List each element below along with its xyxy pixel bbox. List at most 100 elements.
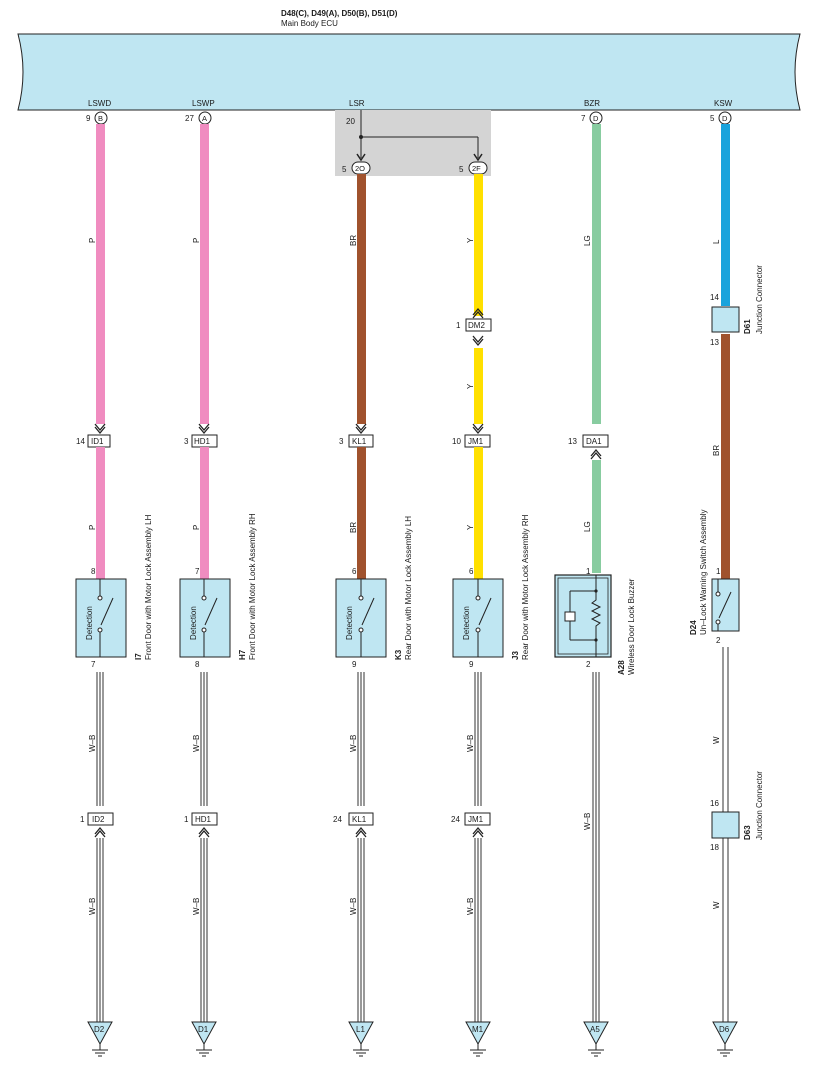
- wire-code: LG: [583, 235, 592, 246]
- pin-number: 14: [76, 437, 85, 446]
- wire-code: W–B: [192, 735, 201, 752]
- wire-code: P: [88, 525, 97, 530]
- pin-number: 10: [452, 437, 461, 446]
- pin-number: 2: [586, 660, 591, 669]
- pin-number: 2: [716, 636, 721, 645]
- wire-code: BR: [349, 522, 358, 533]
- connector-name: DM2: [468, 321, 485, 330]
- ground-label: A5: [590, 1025, 600, 1034]
- connector-name: JM1: [468, 437, 484, 446]
- pin-number: 13: [568, 437, 577, 446]
- wire-code: W–B: [583, 813, 592, 830]
- lower-connectors: 1 ID2 1 HD1 24 KL1 24 JM1 16 18 D63 Junc…: [80, 771, 764, 852]
- ecu-title: D48(C), D49(A), D50(B), D51(D): [281, 9, 398, 18]
- connector-name: ID2: [92, 815, 105, 824]
- connector-letter: B: [98, 114, 103, 123]
- component-code: I7: [134, 653, 143, 660]
- wire-code: Y: [466, 383, 475, 389]
- pin-number: 5: [342, 165, 347, 174]
- connector-letter: 2O: [355, 164, 365, 173]
- wire-code: W–B: [466, 898, 475, 915]
- pin-number: 1: [184, 815, 189, 824]
- connector-name: HD1: [194, 437, 211, 446]
- junction-code: D63: [743, 825, 752, 840]
- wire-code: P: [192, 525, 201, 530]
- ground-label: M1: [472, 1025, 484, 1034]
- wire-code: W: [712, 736, 721, 744]
- pin-number: 24: [451, 815, 460, 824]
- junction-d61: 14 13 D61 Junction Connector: [710, 265, 764, 347]
- component-code: D24: [689, 620, 698, 635]
- connector-letter: D: [722, 114, 728, 123]
- wire-code: L: [712, 239, 721, 244]
- wire-code: W–B: [349, 735, 358, 752]
- pin-number: 7: [91, 660, 96, 669]
- ground-label: L1: [356, 1025, 365, 1034]
- junction-name: Junction Connector: [755, 771, 764, 840]
- signal-label: LSWP: [192, 99, 215, 108]
- middle-wires: P P BR Y LG: [88, 447, 601, 579]
- lower-wire-labels: W–B W–B W–B W–B W–B W W–B W–B W–B W–B W: [88, 735, 721, 915]
- pin-number: 7: [195, 567, 200, 576]
- component-code: K3: [394, 649, 403, 660]
- wire-code: W–B: [88, 735, 97, 752]
- connector-name: KL1: [352, 437, 367, 446]
- component-label: Detection: [85, 606, 94, 640]
- pin-number: 7: [581, 114, 586, 123]
- upper-wires: [96, 124, 730, 579]
- pin-number: 5: [459, 165, 464, 174]
- wire-code: W–B: [349, 898, 358, 915]
- ground-a5: A5: [583, 1021, 609, 1057]
- pin-number: 6: [352, 567, 357, 576]
- pin-number: 18: [710, 843, 719, 852]
- ecu-pins: LSWD LSWP LSR BZR KSW 9 B 27 A 7 D 5 D: [86, 99, 733, 125]
- wire-code: P: [192, 238, 201, 243]
- ground-d2: D2: [87, 1021, 113, 1057]
- pin-number: 6: [469, 567, 474, 576]
- pin-number: 9: [469, 660, 474, 669]
- wire-code: W: [712, 901, 721, 909]
- junction-code: D61: [743, 319, 752, 334]
- pin-number: 1: [716, 567, 721, 576]
- pin-number: 1: [456, 321, 461, 330]
- pin-number: 14: [710, 293, 719, 302]
- signal-label: LSWD: [88, 99, 111, 108]
- component-name: Rear Door with Motor Lock Assembly LH: [404, 516, 413, 660]
- connector-dm2: 1 DM2: [456, 307, 492, 347]
- wire-code: BR: [712, 445, 721, 456]
- pin-number: 5: [710, 114, 715, 123]
- upper-connectors: 14 ID1 3 HD1 3 KL1 10 JM1 13 DA1: [76, 423, 609, 460]
- ground-l1: L1: [348, 1021, 374, 1057]
- component-label: Detection: [462, 606, 471, 640]
- ground-d1: D1: [191, 1021, 217, 1057]
- signal-label: BZR: [584, 99, 600, 108]
- lsr-branch: 20 5 2O 5 2F: [335, 110, 491, 176]
- pin-number: 13: [710, 338, 719, 347]
- pin-number: 8: [195, 660, 200, 669]
- connector-name: DA1: [586, 437, 602, 446]
- signal-label: KSW: [714, 99, 733, 108]
- component-label: Detection: [189, 606, 198, 640]
- signal-label: LSR: [349, 99, 365, 108]
- component-name: Wireless Door Lock Buzzer: [627, 578, 636, 675]
- component-name: Rear Door with Motor Lock Assembly RH: [521, 514, 530, 660]
- wire-code: BR: [349, 235, 358, 246]
- wire-code: W–B: [466, 735, 475, 752]
- grounds: D2 D1 L1 M1: [87, 1021, 738, 1057]
- lower-wires: [96, 647, 729, 1022]
- pin-number: 27: [185, 114, 194, 123]
- pin-number: 16: [710, 799, 719, 808]
- junction-name: Junction Connector: [755, 265, 764, 334]
- pin-number: 9: [352, 660, 357, 669]
- upper-wire-labels: P P BR Y Y LG L BR: [88, 235, 721, 456]
- components: 8 Detection 7 I7 Front Door with Motor L…: [75, 509, 740, 675]
- connector-name: ID1: [91, 437, 104, 446]
- pin-number: 3: [339, 437, 344, 446]
- pin-number: 9: [86, 114, 91, 123]
- connector-letter: D: [593, 114, 599, 123]
- wire-code: Y: [466, 524, 475, 530]
- pin-number: 8: [91, 567, 96, 576]
- ground-label: D2: [94, 1025, 105, 1034]
- component-code: A28: [617, 660, 626, 675]
